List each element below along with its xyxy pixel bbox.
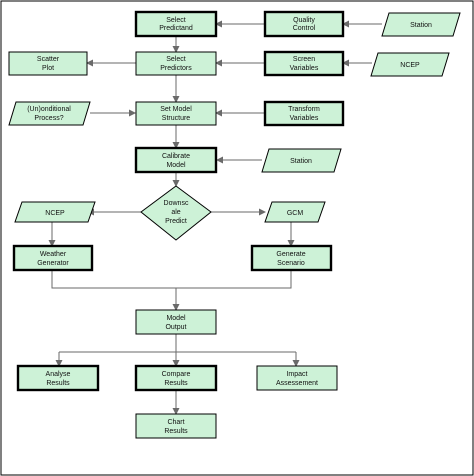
node-transform-variables-line2: Variables: [290, 115, 319, 122]
node-calibrate-model-line1: Calibrate: [162, 153, 190, 160]
edges: [48, 20, 382, 415]
node-calibrate-model-line2: Model: [166, 162, 186, 169]
node-station-mid[interactable]: Station: [261, 148, 342, 173]
node-ncep-mid-line1: NCEP: [45, 210, 65, 217]
node-screen-variables-line1: Screen: [293, 56, 315, 63]
node-weather-generator[interactable]: Weather Generator: [12, 244, 94, 272]
node-screen-variables[interactable]: Screen Variables: [263, 50, 345, 77]
node-select-predictand-line1: Select: [166, 17, 186, 24]
node-quality-control[interactable]: Quality Control: [263, 10, 345, 38]
node-chart-results-line1: Chart: [167, 419, 184, 426]
node-ncep-mid[interactable]: NCEP: [14, 201, 96, 223]
node-downscale-predict[interactable]: Downsc ale Predict: [140, 185, 212, 241]
node-generate-scenario-line1: Generate: [276, 251, 305, 258]
node-model-output-line1: Model: [166, 315, 186, 322]
node-model-output-line2: Output: [165, 324, 186, 331]
node-station-mid-line1: Station: [290, 158, 312, 165]
node-unconditional-process[interactable]: (Un)onditional Process?: [8, 101, 91, 126]
node-compare-results[interactable]: Compare Results: [134, 364, 218, 392]
node-downscale-predict-line2: ale: [171, 209, 180, 216]
node-select-predictand[interactable]: Select Predictand: [134, 10, 218, 38]
node-select-predictors-line1: Select: [166, 56, 186, 63]
node-analyse-results[interactable]: Analyse Results: [16, 364, 100, 392]
node-analyse-results-line1: Analyse: [46, 371, 71, 378]
edge-merge-generators: [51, 270, 292, 289]
node-scatter-plot-line2: Plot: [42, 65, 54, 72]
node-analyse-results-line2: Results: [46, 380, 70, 387]
node-unconditional-process-line1: (Un)onditional: [27, 106, 71, 113]
node-impact-assessment-line2: Assessement: [276, 380, 318, 387]
node-compare-results-line2: Results: [164, 380, 188, 387]
node-downscale-predict-line1: Downsc: [164, 200, 189, 207]
node-compare-results-line1: Compare: [162, 371, 191, 378]
node-scatter-plot-line1: Scatter: [37, 56, 60, 63]
node-gcm-line1: GCM: [287, 210, 304, 217]
node-weather-generator-line1: Weather: [40, 251, 67, 258]
node-quality-control-line1: Quality: [293, 17, 315, 24]
node-select-predictors[interactable]: Select Predictors: [135, 51, 217, 76]
node-scatter-plot[interactable]: Scatter Plot: [8, 51, 88, 76]
node-generate-scenario-line2: Scenario: [277, 260, 305, 267]
node-chart-results[interactable]: Chart Results: [135, 413, 217, 439]
node-transform-variables-line1: Transform: [288, 106, 320, 113]
node-impact-assessment-line1: Impact: [286, 371, 307, 378]
node-select-predictors-line2: Predictors: [160, 65, 192, 72]
node-downscale-predict-line3: Predict: [165, 218, 187, 225]
node-set-model-structure-line2: Structure: [162, 115, 191, 122]
node-screen-variables-line2: Variables: [290, 65, 319, 72]
node-weather-generator-line2: Generator: [37, 260, 69, 267]
node-station-top-line1: Station: [410, 22, 432, 29]
node-ncep-top[interactable]: NCEP: [370, 52, 450, 77]
node-select-predictand-line2: Predictand: [159, 25, 193, 32]
node-chart-results-line2: Results: [164, 428, 188, 435]
node-impact-assessment[interactable]: Impact Assessement: [256, 365, 338, 391]
node-transform-variables[interactable]: Transform Variables: [263, 100, 345, 127]
node-model-output[interactable]: Model Output: [135, 309, 217, 335]
node-generate-scenario[interactable]: Generate Scenario: [250, 244, 333, 272]
node-gcm[interactable]: GCM: [264, 201, 326, 223]
node-calibrate-model[interactable]: Calibrate Model: [134, 146, 218, 174]
node-station-top[interactable]: Station: [381, 12, 461, 37]
node-set-model-structure-line1: Set Model: [160, 106, 192, 113]
node-quality-control-line2: Control: [293, 25, 316, 32]
node-unconditional-process-line2: Process?: [34, 115, 63, 122]
node-ncep-top-line1: NCEP: [400, 62, 420, 69]
node-set-model-structure[interactable]: Set Model Structure: [135, 101, 217, 126]
